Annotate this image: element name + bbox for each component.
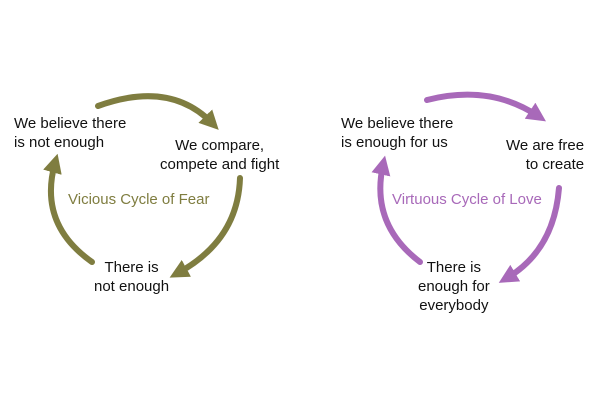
fear-belief-line-2: is not enough xyxy=(14,134,105,151)
love-belief-node: We believe there is enough for us xyxy=(341,114,453,152)
fear-outcome-line-1: There is xyxy=(104,259,159,276)
love-arrow-left xyxy=(371,155,423,265)
love-arrow-top xyxy=(424,91,546,122)
love-outcome-line-3: everybody xyxy=(419,297,489,314)
fear-compete-line-2: compete and fight xyxy=(160,156,280,173)
love-create-node: We are free to create xyxy=(506,136,584,174)
love-create-line-2: to create xyxy=(525,156,585,173)
fear-compete-line-1: We compare, xyxy=(175,137,265,154)
love-create-line-1: We are free xyxy=(506,137,585,154)
fear-arrow-left xyxy=(43,153,95,265)
love-outcome-line-2: enough for xyxy=(418,278,490,295)
vicious-cycle-diagram: We believe there is not enough We compar… xyxy=(14,93,279,296)
love-cycle-title: Virtuous Cycle of Love xyxy=(392,191,542,208)
love-arrow-right xyxy=(498,185,562,283)
fear-arrow-right xyxy=(169,175,243,278)
love-outcome-line-1: There is xyxy=(426,259,481,276)
fear-cycle-arrows xyxy=(43,93,243,278)
fear-cycle-title: Vicious Cycle of Fear xyxy=(68,191,210,208)
fear-belief-node: We believe there is not enough xyxy=(14,114,126,152)
virtuous-cycle-diagram: We believe there is enough for us We are… xyxy=(300,0,600,400)
love-belief-line-1: We believe there xyxy=(341,115,454,132)
fear-compete-node: We compare, compete and fight xyxy=(160,136,279,174)
fear-arrow-top xyxy=(95,93,219,130)
love-belief-line-2: is enough for us xyxy=(341,134,448,151)
love-outcome-node: There is enough for everybody xyxy=(418,258,490,315)
fear-outcome-line-2: not enough xyxy=(94,278,170,295)
fear-belief-line-1: We believe there xyxy=(14,115,127,132)
love-cycle-arrows xyxy=(371,91,562,283)
fear-outcome-node: There is not enough xyxy=(94,258,169,296)
